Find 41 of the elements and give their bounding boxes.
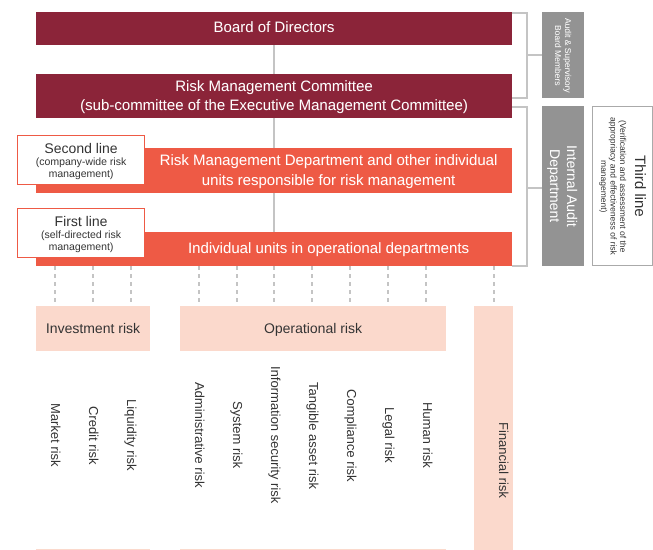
- category-header: [36, 306, 150, 350]
- node-text: (self-directed risk management): [40, 229, 122, 253]
- node-text: Compliance risk: [342, 388, 360, 482]
- node-text: (company-wide risk management): [34, 156, 128, 180]
- line-label-box: [17, 208, 145, 258]
- line-label-box: [17, 135, 145, 185]
- category-header: [180, 306, 446, 350]
- board-bar: [36, 12, 512, 45]
- connector-line: [273, 118, 275, 148]
- node-text: Market risk: [46, 403, 64, 467]
- node-text: (Verification and assessment of the appropriacy and effectiveness of risk management): [598, 116, 627, 257]
- committee-bar: [36, 74, 512, 118]
- connector-line: [512, 54, 542, 99]
- node-text: Information security risk: [266, 366, 284, 504]
- node-text: Operational risk: [264, 320, 362, 336]
- risk-column: [474, 306, 513, 550]
- node-text: Board of Directors: [214, 18, 334, 38]
- node-text: Second line: [44, 140, 118, 156]
- node-text: Liquidity risk: [122, 399, 140, 471]
- node-text: Legal risk: [380, 407, 398, 463]
- node-text: Investment risk: [46, 320, 140, 336]
- node-text: First line: [54, 213, 108, 229]
- node-text: Administrative risk: [190, 382, 208, 488]
- audit-board-box: [542, 12, 584, 98]
- node-text: Internal Audit Department: [546, 144, 580, 229]
- connector-line: [273, 45, 275, 74]
- node-text: Audit & Supervisory Board Members: [553, 16, 573, 94]
- node-text: Human risk: [418, 402, 436, 468]
- node-text: (sub-committee of the Executive Management Committee): [80, 96, 468, 115]
- node-text: Third line: [630, 155, 647, 217]
- connector-line: [273, 193, 275, 232]
- connector-line: [512, 187, 542, 267]
- node-text: Risk Management Department and other individual units responsible for risk management: [158, 150, 498, 190]
- node-text: Individual units in operational departments: [188, 239, 469, 259]
- node-text: Credit risk: [84, 406, 102, 464]
- internal-audit-box: [542, 106, 584, 266]
- node-text: System risk: [228, 401, 246, 469]
- node-text: Risk Management Committee: [175, 77, 373, 96]
- units-bar: [36, 232, 512, 266]
- node-text: Financial risk: [495, 422, 512, 498]
- node-text: Tangible asset risk: [304, 382, 322, 488]
